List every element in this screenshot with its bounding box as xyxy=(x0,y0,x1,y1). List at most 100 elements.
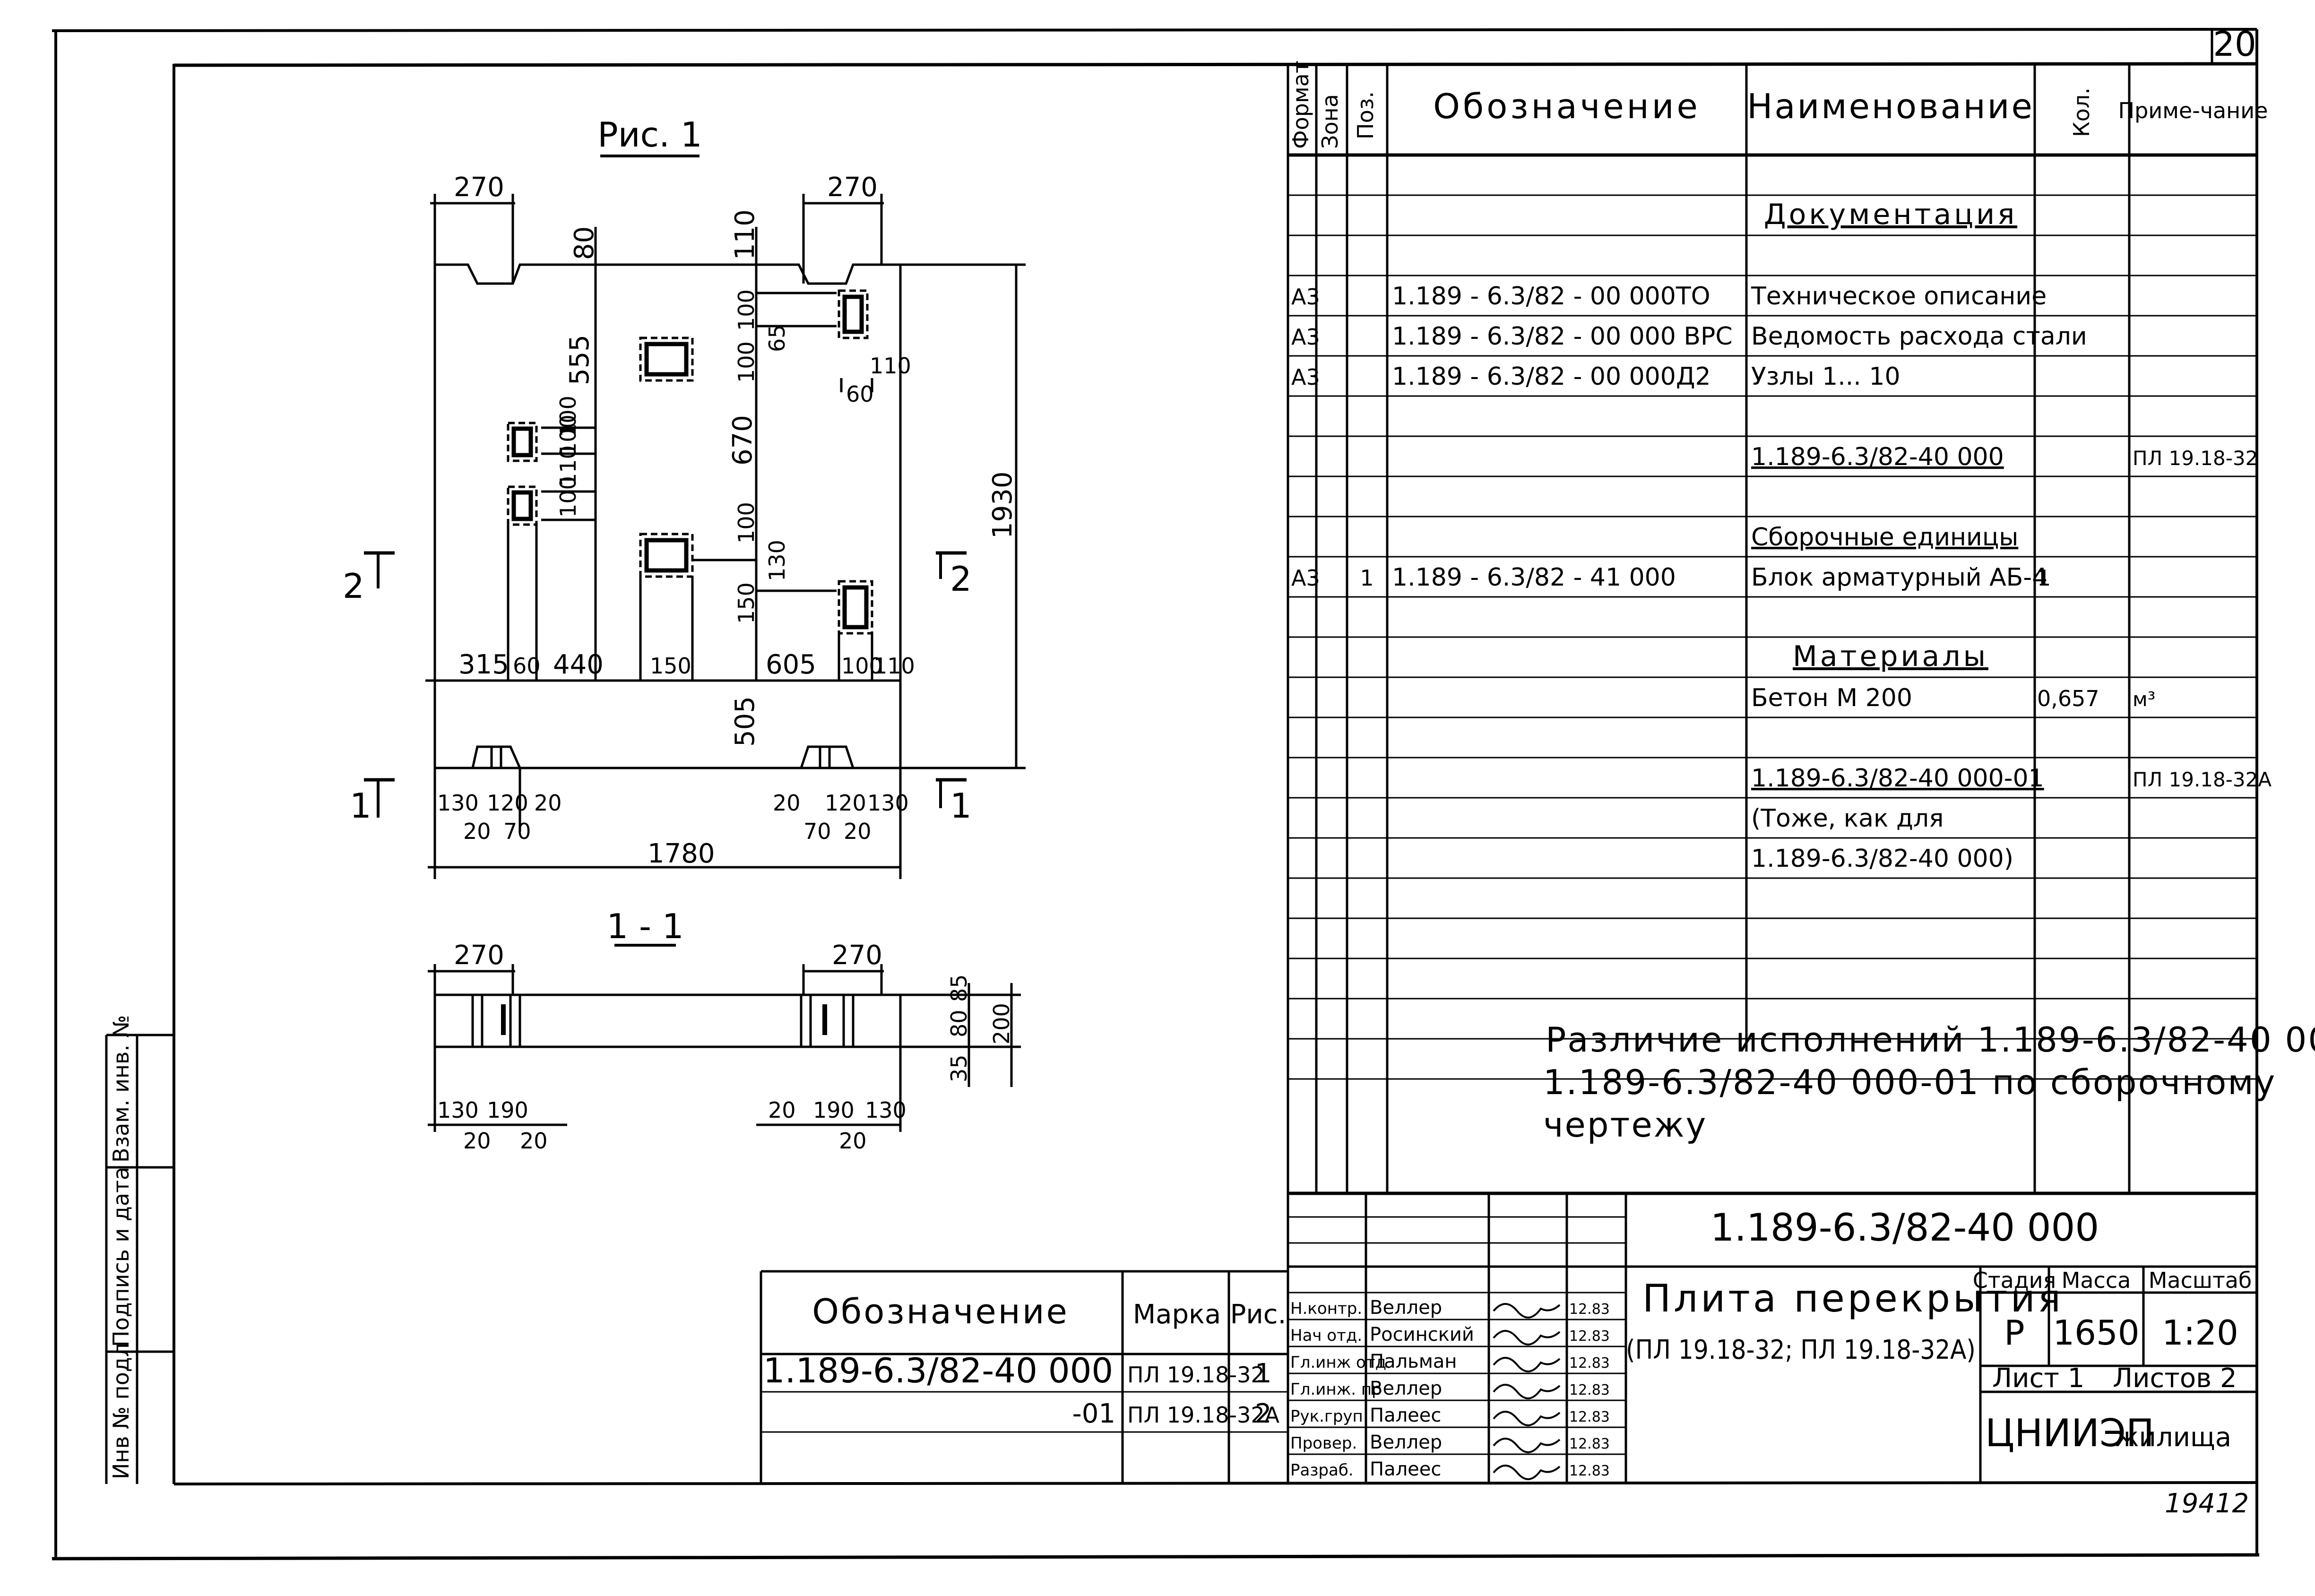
spec-cell-name: Материалы xyxy=(1793,640,1988,673)
dim-670: 670 xyxy=(727,415,758,466)
title-block-grid xyxy=(1288,1191,2257,1483)
dim-top-left: 270 xyxy=(454,172,504,203)
signature-date: 12.83 xyxy=(1569,1463,1610,1479)
marks-row-1-mark: ПЛ 19.18-32 xyxy=(1127,1362,1265,1388)
marks-table xyxy=(760,1270,1288,1483)
spec-row-lines xyxy=(1288,194,2257,1080)
fig1-plan xyxy=(364,155,1026,879)
signature-name: Пальман xyxy=(1370,1351,1457,1372)
spec-cell-qty: 1 xyxy=(2037,565,2051,591)
spec-note-line-3: чертежу xyxy=(1543,1105,1707,1145)
scale-value: 1:20 xyxy=(2162,1313,2238,1353)
side-stamp-replace: Взам. инв. № xyxy=(108,1015,134,1163)
side-stamp xyxy=(105,1034,174,1484)
spec-cell-qty: 0,657 xyxy=(2037,686,2099,711)
sec-dim-bl-190: 190 xyxy=(487,1097,528,1123)
marks-row-2-mark: ПЛ 19.18-32А xyxy=(1127,1402,1280,1428)
dim-130: 130 xyxy=(764,540,790,581)
spec-cell-format: А3 xyxy=(1291,284,1320,310)
mass-label: Масса xyxy=(2062,1268,2131,1293)
signature-role: Провер. xyxy=(1290,1434,1357,1453)
title-line-1: Плита перекрытия xyxy=(1642,1277,2064,1320)
handwritten-signature xyxy=(1493,1357,1561,1372)
dim-110-b: 110 xyxy=(870,353,911,379)
signature-role: Гл.инж отд xyxy=(1290,1353,1386,1372)
spec-cell-name: Блок арматурный АБ-4 xyxy=(1751,563,2047,592)
mass-value: 1650 xyxy=(2053,1313,2139,1353)
marks-row-2-fig: 2 xyxy=(1255,1398,1272,1429)
sheet-frame xyxy=(52,28,2260,1561)
handwritten-signature xyxy=(1493,1411,1561,1426)
org-suffix: жилища xyxy=(2115,1422,2231,1453)
dim-top-110: 110 xyxy=(730,209,760,260)
dim-100-a: 100 xyxy=(734,289,759,331)
dim-br-70: 70 xyxy=(803,819,831,844)
dim-100-f: 100 xyxy=(555,396,581,437)
handwritten-signature xyxy=(1493,1384,1561,1399)
spec-cell-name: Бетон М 200 xyxy=(1751,684,1912,712)
spec-cell-note: ПЛ 19.18-32А xyxy=(2133,768,2272,791)
marks-row-2-designation: -01 xyxy=(1072,1398,1115,1429)
spec-cell-note: м³ xyxy=(2133,688,2156,711)
sheet-number: 20 xyxy=(2213,24,2256,64)
sheet-label: Лист 1 xyxy=(1992,1363,2084,1394)
spec-header-note: Приме-чание xyxy=(2118,98,2268,123)
dim-bl-130: 130 xyxy=(437,790,479,816)
section-mark-1-left: 1 xyxy=(350,786,371,826)
sec-dim-br-190: 190 xyxy=(813,1097,855,1123)
dim-555: 555 xyxy=(564,335,595,385)
dim-bl-20a: 20 xyxy=(534,790,562,816)
marks-header-designation: Обозначение xyxy=(812,1292,1069,1331)
spec-cell-name: (Тоже, как для xyxy=(1751,804,1944,833)
handwritten-signature xyxy=(1493,1330,1561,1346)
sec-dim-bl-20b: 20 xyxy=(520,1128,548,1154)
dim-315: 315 xyxy=(458,649,509,680)
sec-dim-top-left: 270 xyxy=(454,940,504,971)
signature-date: 12.83 xyxy=(1569,1301,1610,1318)
dim-100-e: 100 xyxy=(734,502,759,544)
spec-cell-name: Узлы 1... 10 xyxy=(1751,362,1900,391)
dim-br-120: 120 xyxy=(825,790,866,816)
signature-name: Росинский xyxy=(1370,1324,1474,1346)
corner-note: 19412 xyxy=(2165,1488,2249,1519)
marks-row-1-designation: 1.189-6.3/82-40 000 xyxy=(763,1351,1113,1390)
spec-cell-name: Техническое описание xyxy=(1751,282,2047,311)
sec-dim-br-20b: 20 xyxy=(839,1128,867,1154)
dim-150-h: 150 xyxy=(650,653,691,679)
side-stamp-sign: Подпись и дата xyxy=(108,1167,134,1347)
signature-date: 12.83 xyxy=(1569,1436,1610,1452)
sec-dim-bl-20a: 20 xyxy=(463,1128,491,1154)
signature-name: Веллер xyxy=(1370,1432,1442,1453)
spec-header-name: Наименование xyxy=(1747,86,2034,126)
handwritten-signature xyxy=(1493,1465,1561,1480)
dim-440: 440 xyxy=(553,649,604,680)
sec-dim-br-130: 130 xyxy=(865,1097,907,1123)
dim-bl-70: 70 xyxy=(503,819,531,844)
sec-dim-200: 200 xyxy=(989,1003,1014,1044)
dim-br-20a: 20 xyxy=(773,790,801,816)
spec-note-line-2: 1.189-6.3/82-40 000-01 по сборочному xyxy=(1543,1062,2276,1102)
dim-110-h: 110 xyxy=(873,653,915,679)
dim-60: 60 xyxy=(846,381,874,407)
dim-150-v: 150 xyxy=(734,582,759,624)
section-1-1 xyxy=(428,944,1021,1132)
marks-row-1-fig: 1 xyxy=(1255,1358,1272,1389)
title-code: 1.189-6.3/82-40 000 xyxy=(1710,1206,2099,1250)
signature-role: Разраб. xyxy=(1290,1461,1354,1480)
handwritten-signature xyxy=(1493,1303,1561,1319)
spec-cell-name: 1.189-6.3/82-40 000 xyxy=(1751,443,2004,471)
dim-bl-20b: 20 xyxy=(463,819,491,844)
marks-header-fig: Рис. xyxy=(1230,1299,1287,1330)
dim-100-b: 100 xyxy=(734,341,759,383)
section-mark-1-right: 1 xyxy=(950,786,972,826)
signature-role: Рук.груп xyxy=(1290,1407,1363,1426)
spec-note-line-1: Различие исполнений 1.189-6.3/82-40 000 … xyxy=(1546,1020,2315,1060)
spec-note: Различие исполнений 1.189-6.3/82-40 000 … xyxy=(1543,1020,2315,1145)
sec-dim-br-20a: 20 xyxy=(768,1097,796,1123)
dim-505: 505 xyxy=(730,696,760,747)
signature-date: 12.83 xyxy=(1569,1409,1610,1425)
org-name: ЦНИИЭП xyxy=(1985,1411,2154,1455)
dim-top-80: 80 xyxy=(569,226,600,260)
spec-cell-name: Сборочные единицы xyxy=(1751,523,2018,552)
